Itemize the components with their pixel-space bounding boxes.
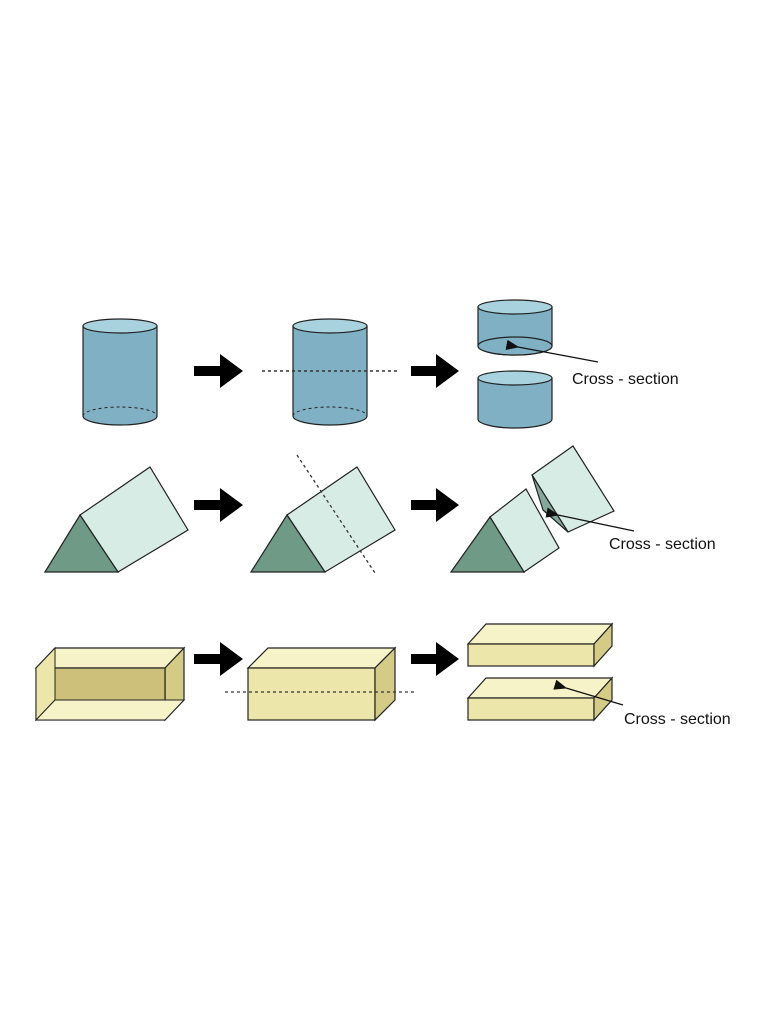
cylinder-row: Cross - section: [82, 299, 679, 429]
prism-whole: [43, 466, 189, 573]
cylinder-whole: [82, 318, 158, 426]
arrow-right-icon: [411, 642, 459, 676]
box-whole: [34, 646, 186, 722]
cylinder-split: [477, 299, 553, 429]
prism-cross-section-face: [531, 474, 569, 533]
box-row: Cross - section: [34, 622, 731, 728]
cylinder-cut-plane: [262, 318, 398, 426]
arrow-right-icon: [194, 642, 243, 676]
box-cut-plane: [225, 646, 415, 722]
arrow-right-icon: [411, 488, 459, 522]
box-split: [466, 622, 614, 722]
cylinder-cross-section-face: [477, 336, 553, 356]
pointer-arrow: [553, 679, 624, 706]
prism-split: [449, 445, 615, 573]
pointer-arrow: [545, 507, 635, 532]
box-cross-section-label: Cross - section: [624, 711, 731, 728]
prism-row: Cross - section: [43, 445, 716, 574]
arrow-right-icon: [194, 354, 243, 388]
arrow-right-icon: [411, 354, 459, 388]
cylinder-cross-section-label: Cross - section: [572, 371, 679, 388]
prism-cut-plane: [249, 454, 396, 574]
prism-cross-section-label: Cross - section: [609, 536, 716, 553]
arrow-right-icon: [194, 488, 243, 522]
pointer-arrow: [505, 339, 599, 363]
